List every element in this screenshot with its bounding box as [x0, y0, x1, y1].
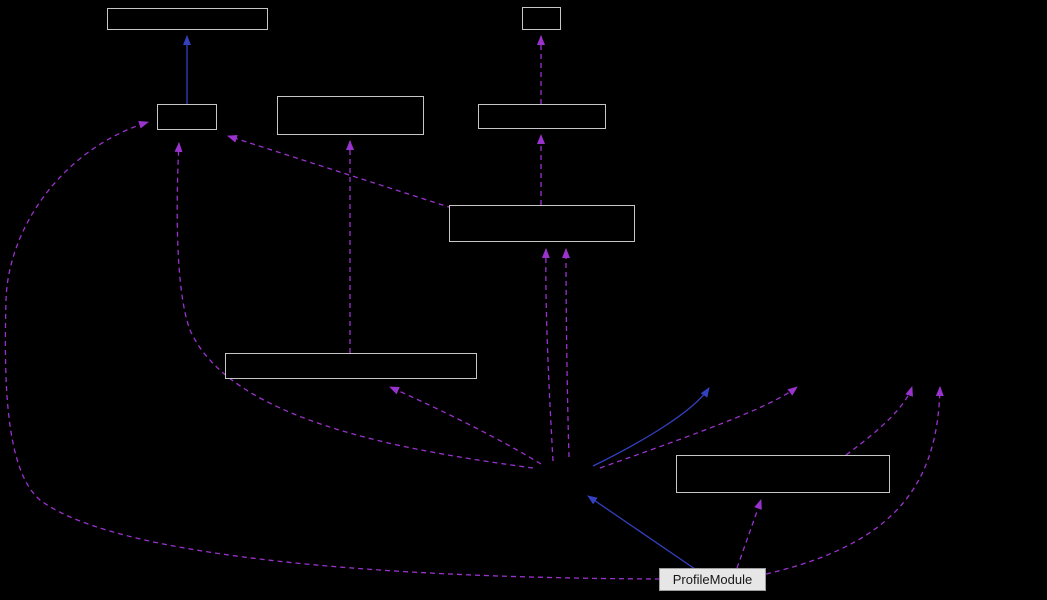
edge-inherit-3: [592, 387, 710, 467]
edge-collab-6: [562, 248, 571, 458]
node-wide[interactable]: [225, 353, 477, 379]
node-mid-left[interactable]: [277, 96, 424, 135]
node-mid[interactable]: [478, 104, 606, 129]
node-top-left[interactable]: [107, 8, 268, 30]
edge-collab-10: [599, 386, 798, 469]
edge-collab-11: [736, 499, 762, 569]
edge-collab-5: [541, 248, 554, 462]
node-left-small[interactable]: [157, 104, 217, 130]
edge-collab-13: [765, 386, 944, 575]
edge-collab-8: [174, 142, 534, 469]
node-center[interactable]: [449, 205, 635, 242]
edge-collab-12: [845, 386, 913, 456]
node-profilemodule[interactable]: ProfileModule: [659, 568, 766, 591]
edge-collab-4: [227, 134, 453, 209]
node-right[interactable]: [676, 455, 890, 493]
edge-collab-9: [4, 120, 661, 580]
node-top-small[interactable]: [522, 7, 561, 30]
edge-inherit-2: [587, 495, 696, 570]
edge-collab-7: [389, 386, 542, 465]
